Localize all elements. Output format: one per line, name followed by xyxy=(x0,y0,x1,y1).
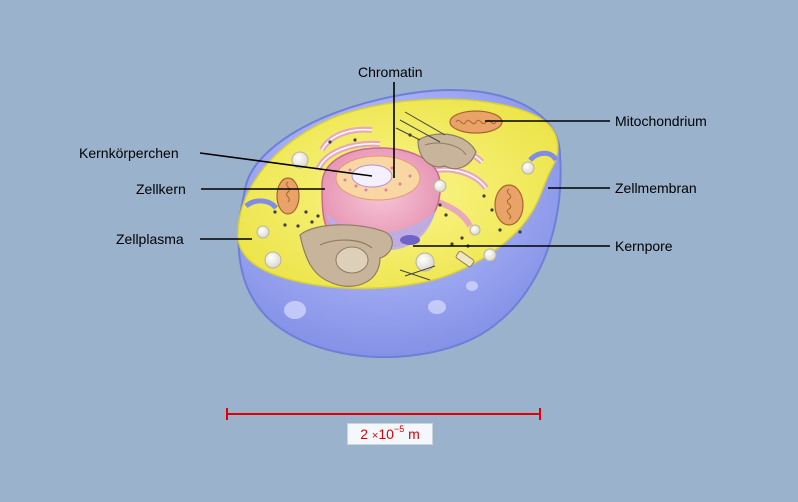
scale-unit: m xyxy=(408,426,420,442)
label-cytoplasm: Zellplasma xyxy=(116,231,184,247)
scale-mantissa: 2 xyxy=(360,426,369,442)
label-mitochondrion: Mitochondrium xyxy=(615,113,707,129)
scale-times: × xyxy=(371,430,379,442)
label-nuclear-pore: Kernpore xyxy=(615,238,673,254)
label-cell-membrane: Zellmembran xyxy=(615,180,697,196)
label-chromatin: Chromatin xyxy=(358,64,423,80)
scale-base: 10 xyxy=(378,426,394,442)
label-nucleolus: Kernkörperchen xyxy=(79,145,179,161)
mitochondria xyxy=(276,110,524,226)
label-nucleus: Zellkern xyxy=(136,181,186,197)
scale-label: 2 ×10−5 m xyxy=(347,423,433,445)
scale-bar xyxy=(226,408,541,420)
golgi-apparatus xyxy=(299,133,477,287)
scale-exponent: −5 xyxy=(393,424,405,435)
vesicles xyxy=(256,151,535,272)
leader-lines xyxy=(199,82,610,247)
nuclear-pore-shape xyxy=(400,235,420,245)
